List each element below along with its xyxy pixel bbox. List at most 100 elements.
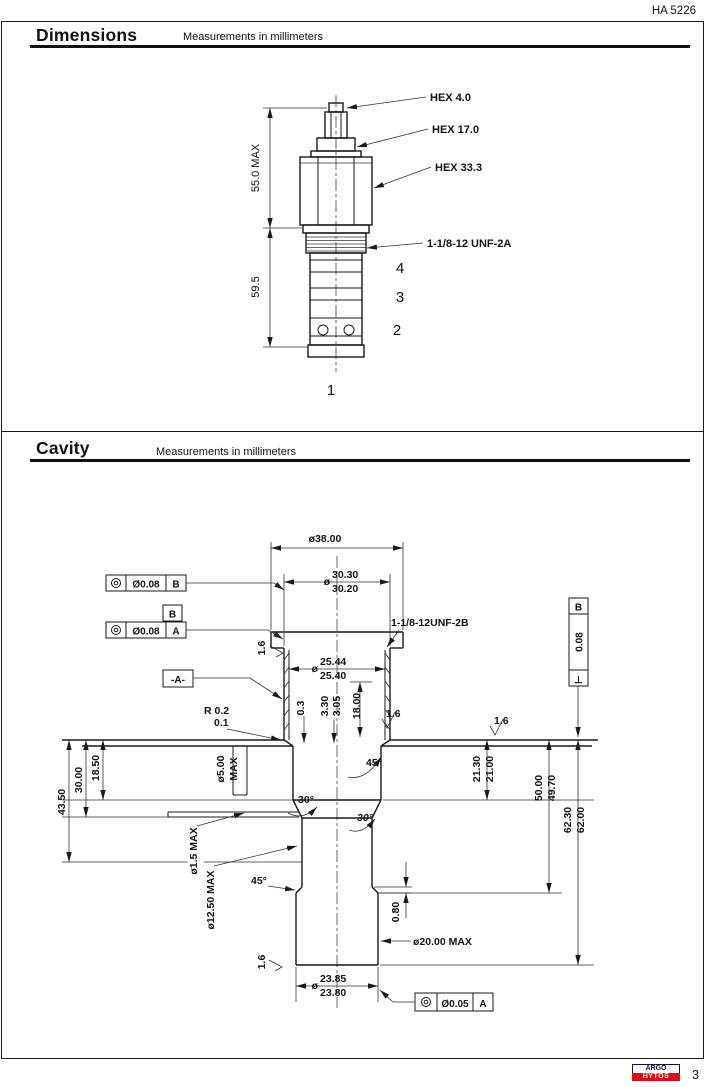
dia2385-dim	[295, 967, 379, 1002]
dimensions-drawing: HEX 4.0 HEX 17.0 HEX 33.3 1-1/8-12 UNF-2…	[250, 92, 511, 399]
d2130-lo-text: 21.00	[484, 756, 496, 782]
perp-datum-b: B	[575, 603, 582, 614]
doc-number: HA 5226	[651, 5, 696, 17]
position-frame-a: Ø0.08 A	[105, 621, 284, 640]
dep4350-text: 43.50	[56, 789, 68, 815]
tolerance-008-text: Ø0.08	[132, 580, 160, 591]
cavity-title: Cavity	[36, 438, 90, 458]
hex-large-label: HEX 33.3	[435, 162, 482, 174]
cavity-drawing: ø38.00 ø 30.30 30.20 ø 25.44 25.40 Ø0.08…	[56, 533, 598, 1012]
cavity-rule	[30, 459, 690, 462]
roughness-mark-thread: 1.6	[256, 641, 284, 658]
dep080-dim	[374, 862, 412, 918]
concentricity-icon	[421, 997, 431, 1007]
perpendicularity-icon: ⊥	[574, 675, 583, 686]
d500-text: ø5.00	[215, 755, 227, 782]
d15max-leader	[196, 812, 245, 827]
datum-a-ref: A	[172, 627, 179, 638]
svg-text:1.6: 1.6	[256, 955, 268, 970]
datum-b-box-text: B	[169, 610, 176, 621]
dia3030-prefix: ø	[324, 576, 331, 588]
angle45-lower-leader	[267, 885, 296, 892]
d2000max-text: ø20.00 MAX	[413, 936, 472, 948]
d5000-lo-text: 49.70	[546, 775, 558, 801]
d2130-hi-text: 21.30	[471, 756, 483, 782]
logo-hytos-text: HYTOS	[632, 1072, 680, 1081]
svg-text:1.6: 1.6	[494, 715, 509, 727]
dia2544-lo: 25.40	[320, 670, 346, 682]
angle45-lower-text: 45°	[251, 875, 267, 887]
radius-leader	[226, 728, 282, 741]
d6230-lo-text: 62.00	[575, 807, 587, 833]
radius-hi-text: R 0.2	[204, 705, 229, 717]
dimensions-title: Dimensions	[36, 25, 138, 45]
dep330-hi-text: 3.30	[319, 696, 331, 717]
angle30-right-arc	[348, 818, 376, 832]
perpendicularity-frame: B 0.08 ⊥	[568, 597, 589, 737]
height-max-dim: 55.0 MAX	[250, 143, 262, 192]
dia2544-prefix: ø	[312, 663, 319, 675]
hex-small-label: HEX 4.0	[430, 92, 471, 104]
datum-a-flag: -A-	[162, 669, 283, 700]
dep3000-text: 30.00	[73, 767, 85, 793]
port-3-label: 3	[396, 289, 404, 306]
d5000-hi-text: 50.00	[533, 775, 545, 801]
cross-hole-right	[343, 324, 355, 336]
dia2385-prefix: ø	[312, 980, 319, 992]
left-depth-dims	[62, 740, 302, 863]
datum-a-ref-bottom: A	[479, 999, 486, 1010]
dia2385-lo: 23.80	[320, 987, 346, 999]
page-number: 3	[692, 1068, 699, 1082]
roughness-mark-bottom: 1.6	[256, 955, 283, 972]
perp-tolerance: 0.08	[575, 632, 586, 652]
port-2-label: 2	[393, 322, 401, 339]
logo-argo-text: ARGO	[632, 1064, 680, 1073]
dimensions-rule	[30, 45, 690, 48]
dep1850-text: 18.50	[90, 755, 102, 781]
dia2544-hi: 25.44	[320, 656, 346, 668]
cavity-details	[167, 650, 386, 818]
svg-text:1.6: 1.6	[256, 641, 268, 656]
roughness-mark-shoulder: 1.6	[381, 708, 401, 729]
d500-max-text: MAX	[228, 757, 240, 780]
d6230-hi-text: 62.30	[562, 807, 574, 833]
concentricity-icon	[111, 578, 121, 588]
datum-a-flag-text: -A-	[171, 675, 185, 686]
thread-hatch	[283, 652, 391, 731]
tolerance-008-text-2: Ø0.08	[132, 627, 160, 638]
valve-outline	[299, 102, 373, 358]
section-divider	[1, 431, 704, 433]
height-lower-dim: 59.5	[250, 276, 262, 297]
dia2385-hi: 23.85	[320, 973, 346, 985]
concentricity-icon	[111, 625, 121, 635]
argo-hytos-logo: ARGO HYTOS	[632, 1064, 680, 1081]
tolerance-005-text: Ø0.05	[441, 999, 469, 1010]
svg-text:1.6: 1.6	[386, 708, 401, 720]
dia3030-lo: 30.20	[332, 583, 358, 595]
angle30-right-text: 30°	[357, 812, 374, 824]
d1250max-text: ø12.50 MAX	[205, 871, 217, 930]
dep18-text: 18.00	[351, 693, 363, 719]
cavity-thread-label: 1-1/8-12UNF-2B	[391, 617, 469, 629]
dia3030-hi: 30.30	[332, 569, 358, 581]
valve-height-dims	[263, 107, 327, 348]
d15max-text: ø1.5 MAX	[188, 827, 200, 874]
port-4-label: 4	[396, 260, 404, 277]
dimensions-subtitle: Measurements in millimeters	[183, 31, 323, 43]
dia38-text: ø38.00	[309, 533, 342, 545]
datum-b-ref: B	[172, 580, 179, 591]
angle30-left-text: 30°	[298, 794, 314, 806]
port-1-label: 1	[327, 382, 335, 399]
dep080-text: 0.80	[390, 902, 402, 923]
concentricity-frame-bottom: Ø0.05 A	[379, 989, 494, 1012]
page-frame	[1, 21, 704, 1059]
datum-b-box: B	[162, 604, 183, 622]
radius-lo-text: 0.1	[214, 717, 229, 729]
cross-hole-left	[317, 324, 329, 336]
dep03-text: 0.3	[295, 701, 307, 716]
valve-leaders	[346, 96, 432, 250]
roughness-mark-face: 1.6	[489, 715, 509, 736]
dia3030-dim	[283, 574, 391, 646]
cavity-subtitle: Measurements in millimeters	[156, 446, 296, 458]
